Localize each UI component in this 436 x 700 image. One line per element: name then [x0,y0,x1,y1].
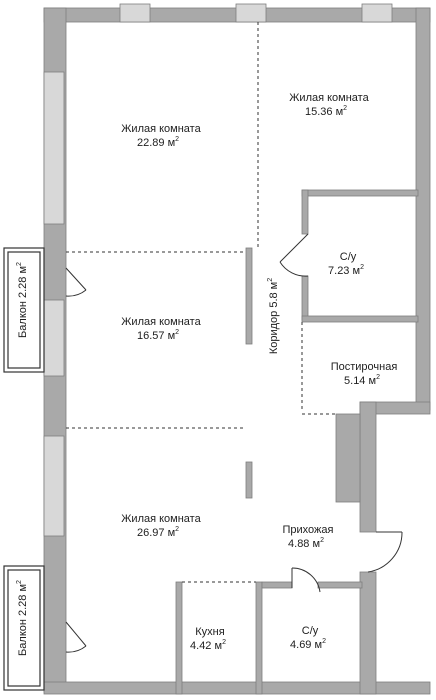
room-area: 26.97 м2 [137,526,179,539]
area-unit-power: 2 [322,638,326,645]
room-living-4: Жилая комната 26.97 м2 [121,513,201,539]
balcony-top [3,247,45,373]
area-unit-power: 2 [267,278,274,282]
room-dividers [66,22,336,583]
room-laundry: Постирочная 5.14 м2 [331,361,398,387]
room-area: 5.14 м2 [344,374,380,387]
room-area: 16.57 м2 [137,329,179,342]
room-name: Жилая комната [121,316,201,328]
balcony-text: Балкон 2.28 [17,595,29,656]
area-unit: м [353,265,361,277]
area-unit: м [215,640,223,652]
area-value: 22.89 [137,137,165,149]
area-unit: м [17,266,29,274]
area-value: 4.88 [288,538,309,550]
walls [43,7,431,695]
area-unit: м [336,106,344,118]
room-name: Прихожая [283,524,334,536]
area-unit-power: 2 [320,537,324,544]
area-value: 5.14 [344,375,365,387]
area-unit-power: 2 [16,580,23,584]
doors [65,233,403,653]
room-name: Жилая комната [121,123,201,135]
area-unit-power: 2 [175,329,179,336]
area-unit: м [168,137,176,149]
room-hallway: Прихожая 4.88 м2 [283,524,334,550]
room-kitchen: Кухня 4.42 м2 [190,626,226,652]
balcony-text: Балкон 2.28 [17,277,29,338]
area-unit: м [315,639,323,651]
area-value: 15.36 [305,106,333,118]
windows [43,3,393,537]
area-unit: м [369,375,377,387]
area-unit-power: 2 [222,639,226,646]
room-name: С/у [340,251,357,263]
room-area: 7.23 м2 [328,264,364,277]
area-unit: м [17,584,29,592]
room-bathroom-1: С/у 7.23 м2 [328,251,364,277]
room-living-2: Жилая комната 15.36 м2 [289,92,369,118]
balcony-bottom-label: Балкон 2.28 м2 [16,580,29,656]
area-unit: м [313,538,321,550]
area-unit: м [168,330,176,342]
room-area: 4.42 м2 [190,639,226,652]
room-name: Жилая комната [121,513,201,525]
corridor-text: Коридор 5.8 [268,292,280,354]
area-unit: м [168,527,176,539]
area-unit-power: 2 [175,526,179,533]
room-name: Кухня [195,626,224,638]
corridor-label: Коридор 5.8 м2 [267,278,280,354]
area-unit-power: 2 [376,374,380,381]
room-living-3: Жилая комната 16.57 м2 [121,316,201,342]
room-area: 4.69 м2 [290,638,326,651]
area-unit-power: 2 [175,136,179,143]
area-unit: м [268,282,280,290]
room-area: 15.36 м2 [305,105,347,118]
balcony-bottom [3,565,45,691]
room-living-1: Жилая комната 22.89 м2 [121,123,201,149]
area-value: 4.69 [290,639,311,651]
room-name: Жилая комната [289,92,369,104]
area-unit-power: 2 [16,262,23,266]
balcony-top-label: Балкон 2.28 м2 [16,262,29,338]
room-area: 22.89 м2 [137,136,179,149]
room-bathroom-2: С/у 4.69 м2 [290,625,326,651]
area-value: 4.42 [190,640,211,652]
area-unit-power: 2 [360,264,364,271]
room-area: 4.88 м2 [288,537,324,550]
area-value: 7.23 [328,265,349,277]
area-value: 16.57 [137,330,165,342]
room-name: Постирочная [331,361,398,373]
area-unit-power: 2 [343,105,347,112]
area-value: 26.97 [137,527,165,539]
room-name: С/у [302,625,319,637]
